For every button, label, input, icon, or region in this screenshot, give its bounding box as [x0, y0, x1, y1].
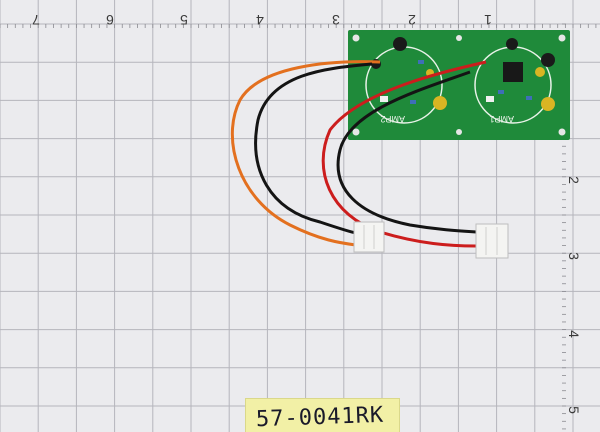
silkscreen-amp1: AMP1 — [489, 114, 514, 124]
label-sticker: 57-0041RK — [245, 398, 400, 432]
silkscreen-amp2: AMP2 — [380, 114, 405, 124]
circuit-board — [348, 30, 570, 140]
orange-wire — [230, 60, 381, 247]
black-wire-2 — [336, 70, 477, 234]
sticker-handwritten-label: 57-0041RK — [255, 402, 385, 432]
connector-left — [353, 221, 385, 253]
black-wire — [254, 62, 373, 235]
red-wire — [321, 60, 487, 248]
connector-right — [475, 223, 509, 259]
